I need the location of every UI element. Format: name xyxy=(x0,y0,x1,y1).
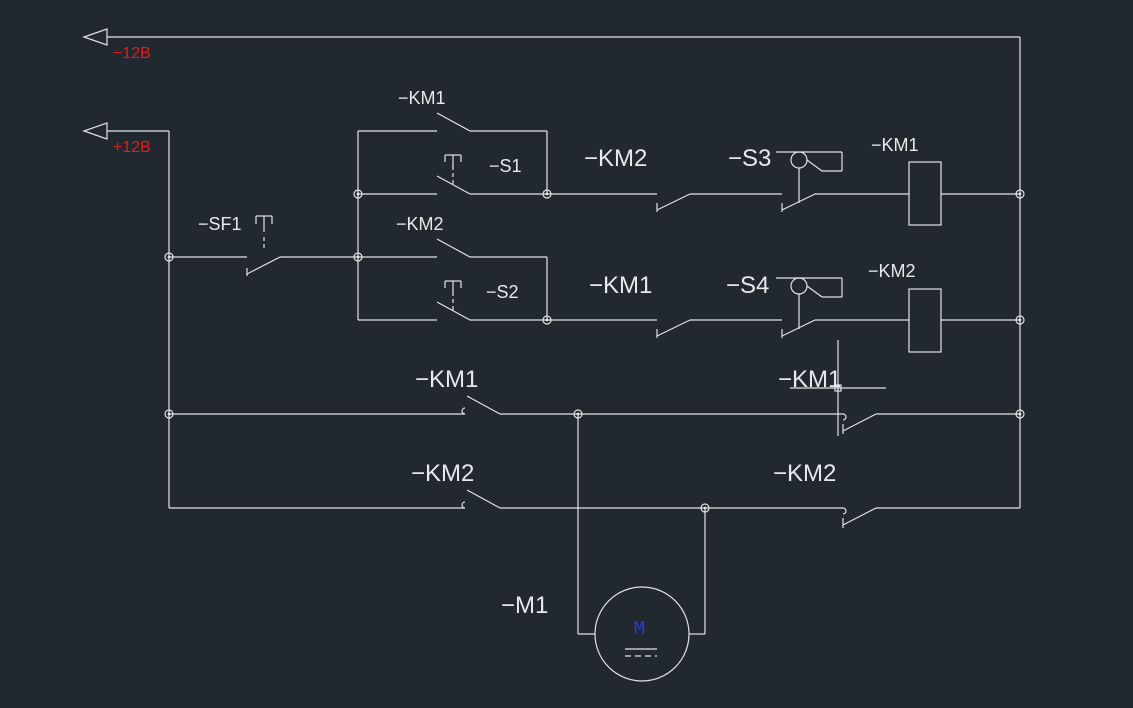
label-km2-coil: −KM2 xyxy=(868,261,916,281)
label-km1-interlock-row2: −KM1 xyxy=(589,272,652,299)
s3-limit-switch xyxy=(776,151,843,203)
row2-series-wire xyxy=(547,319,1020,338)
km1-holding-contact xyxy=(358,112,548,194)
cad-cursor xyxy=(790,340,886,436)
label-s2: −S2 xyxy=(486,282,519,302)
s4-limit-switch xyxy=(776,277,843,329)
label-km2-power-b: −KM2 xyxy=(773,460,836,487)
label-km1-power-a: −KM1 xyxy=(415,366,478,393)
plus-supply-arrow xyxy=(82,122,169,140)
s1-pushbutton xyxy=(358,154,547,195)
sf1-switch xyxy=(169,215,358,276)
motor-letter: M xyxy=(634,618,645,639)
label-s4: −S4 xyxy=(726,272,769,299)
label-km2-interlock-row1: −KM2 xyxy=(584,145,647,172)
km1-power-row xyxy=(169,395,1020,434)
motor-leads xyxy=(577,414,706,635)
s2-pushbutton xyxy=(358,280,547,321)
label-s1: −S1 xyxy=(489,156,522,176)
label-s3: −S3 xyxy=(728,145,771,172)
motor-m1 xyxy=(594,586,690,682)
label-km2-power-a: −KM2 xyxy=(411,460,474,487)
label-km1-coil: −KM1 xyxy=(871,135,919,155)
minus-supply-arrow xyxy=(82,28,1020,46)
minus-supply-label: −12В xyxy=(113,45,151,62)
junction-nodes xyxy=(164,189,1025,513)
km2-coil xyxy=(908,288,942,353)
km1-coil xyxy=(908,161,942,226)
label-km1-power-b: −KM1 xyxy=(778,366,841,393)
label-km1-holding: −KM1 xyxy=(398,88,446,108)
row1-series-wire xyxy=(547,193,1020,212)
label-km2-holding: −KM2 xyxy=(396,214,444,234)
km2-holding-contact xyxy=(358,238,548,320)
km2-power-row xyxy=(169,489,1020,528)
plus-supply-label: +12В xyxy=(113,139,151,156)
label-sf1: −SF1 xyxy=(198,214,242,234)
label-motor: −M1 xyxy=(501,592,548,619)
